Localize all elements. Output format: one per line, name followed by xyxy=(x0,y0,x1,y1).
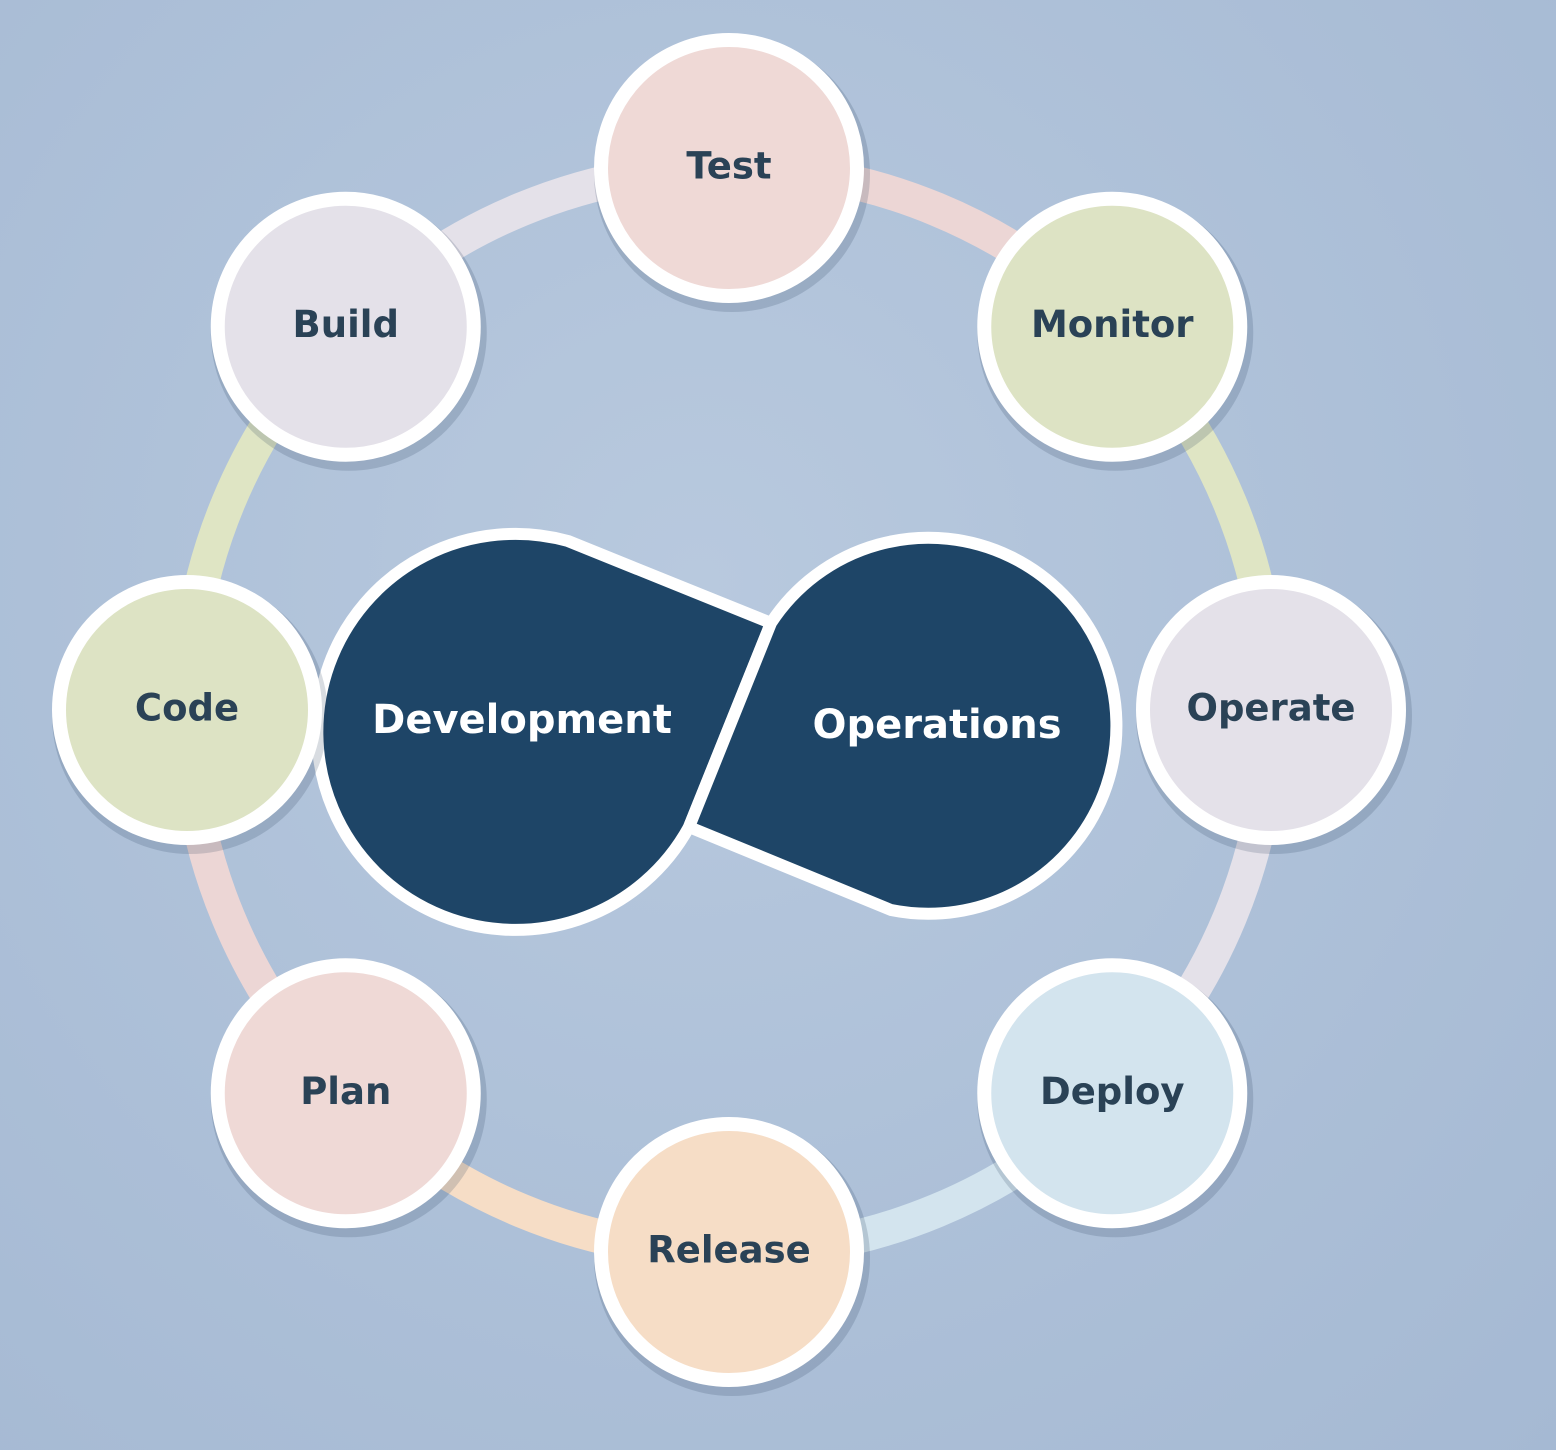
stage-label-deploy: Deploy xyxy=(1040,1070,1185,1113)
stage-node-code: Code xyxy=(52,575,328,854)
development-label: Development xyxy=(372,697,672,743)
stage-node-test: Test xyxy=(594,33,870,312)
stage-label-operate: Operate xyxy=(1186,687,1355,730)
stage-label-plan: Plan xyxy=(300,1070,391,1113)
stage-node-circle xyxy=(594,33,864,303)
stage-node-release: Release xyxy=(594,1117,870,1396)
stage-node-circle xyxy=(210,958,481,1229)
stage-label-test: Test xyxy=(686,145,771,188)
stage-node-deploy: Deploy xyxy=(977,958,1254,1238)
stage-node-circle xyxy=(52,575,322,845)
devops-infinity-core: Development Operations xyxy=(311,527,1123,936)
stage-node-circle xyxy=(977,191,1248,462)
development-lobe xyxy=(311,527,777,936)
stage-label-build: Build xyxy=(293,303,399,346)
stage-node-plan: Plan xyxy=(210,958,487,1238)
stage-node-circle xyxy=(1136,575,1406,845)
stage-node-circle xyxy=(977,958,1248,1229)
stage-node-build: Build xyxy=(210,191,487,471)
stage-label-monitor: Monitor xyxy=(1031,303,1194,346)
operations-lobe xyxy=(683,531,1123,920)
stage-node-monitor: Monitor xyxy=(977,191,1254,471)
stage-node-circle xyxy=(210,191,481,462)
stage-node-operate: Operate xyxy=(1136,575,1412,854)
stage-node-circle xyxy=(594,1117,864,1387)
stage-label-release: Release xyxy=(647,1229,810,1272)
stage-label-code: Code xyxy=(135,687,239,730)
operations-label: Operations xyxy=(812,702,1061,748)
